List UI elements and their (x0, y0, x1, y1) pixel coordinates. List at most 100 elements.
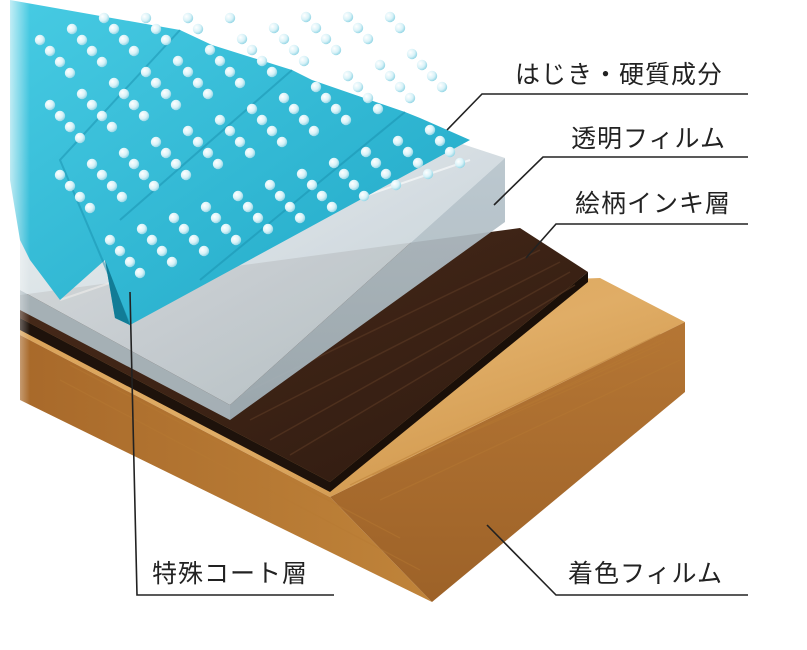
bead (64, 121, 76, 133)
bead (326, 201, 338, 213)
bead (178, 223, 190, 235)
leader-clear-film (493, 156, 748, 206)
bead (244, 147, 256, 159)
bead (220, 223, 232, 235)
bead (86, 45, 98, 57)
bead (224, 12, 236, 24)
bead (316, 190, 328, 202)
bead (246, 44, 258, 56)
bead (374, 59, 386, 71)
bead (192, 136, 204, 148)
bead (168, 212, 180, 224)
bead (298, 55, 310, 67)
bead (182, 125, 194, 137)
bead (256, 114, 268, 126)
bead (202, 147, 214, 159)
bead (188, 234, 200, 246)
color-film-side (330, 322, 685, 602)
bead (422, 168, 434, 180)
bead (134, 267, 146, 279)
bead (404, 92, 416, 104)
bead (84, 202, 96, 214)
bead (136, 223, 148, 235)
bead (276, 136, 288, 148)
bead (266, 66, 278, 78)
bead (384, 70, 396, 82)
bead (394, 22, 406, 34)
bead (150, 77, 162, 89)
water-hard-layer (10, 0, 470, 326)
bead (362, 92, 374, 104)
bead (266, 125, 278, 137)
bead (424, 124, 436, 136)
bead (128, 158, 140, 170)
bead (342, 11, 354, 23)
bead (202, 88, 214, 100)
bead (108, 23, 120, 35)
bead (160, 88, 172, 100)
bead (426, 70, 438, 82)
bead (214, 55, 226, 67)
bead (362, 33, 374, 45)
bead (278, 33, 290, 45)
bead (76, 34, 88, 46)
bead (310, 81, 322, 93)
bead (146, 234, 158, 246)
leader-color-film (486, 524, 748, 596)
bead (300, 11, 312, 23)
bead (288, 103, 300, 115)
bead (118, 34, 130, 46)
bead (170, 158, 182, 170)
bead (166, 256, 178, 268)
label-clear-film: 透明フィルム (571, 124, 727, 153)
bead (252, 212, 264, 224)
bead (138, 169, 150, 181)
leader-water-hard (446, 93, 748, 131)
bead (434, 135, 446, 147)
bead (204, 44, 216, 56)
bead (242, 201, 254, 213)
bead (406, 48, 418, 60)
bead (348, 179, 360, 191)
label-ink-layer: 絵柄インキ層 (575, 189, 732, 218)
bead (76, 88, 88, 100)
bead (200, 201, 212, 213)
leader-special-coat (129, 291, 334, 596)
ink-layer-front (20, 318, 330, 492)
bead (262, 223, 274, 235)
bead (384, 11, 396, 23)
bead (230, 234, 242, 246)
bead (74, 132, 86, 144)
label-water-hard: はじき・硬質成分 (515, 60, 724, 89)
bead (394, 81, 406, 93)
bead (416, 59, 428, 71)
bead (372, 103, 384, 115)
bead (232, 190, 244, 202)
label-color-film: 着色フィルム (568, 559, 724, 588)
bead (150, 23, 162, 35)
bead (108, 77, 120, 89)
bead (182, 66, 194, 78)
bead (156, 245, 168, 257)
bead (358, 190, 370, 202)
label-special-coat: 特殊コート層 (152, 559, 309, 588)
leader-ink-layer (525, 223, 748, 259)
bead (234, 77, 246, 89)
bead (66, 23, 78, 35)
bead (274, 190, 286, 202)
bead (192, 77, 204, 89)
bead (198, 245, 210, 257)
bead (234, 136, 246, 148)
bead (298, 114, 310, 126)
bead (96, 169, 108, 181)
bead (118, 88, 130, 100)
bead (328, 157, 340, 169)
bead (310, 22, 322, 34)
bead (320, 92, 332, 104)
bead (118, 147, 130, 159)
bead (370, 157, 382, 169)
bead (444, 146, 456, 158)
leader-lines (129, 93, 748, 596)
bead (380, 168, 392, 180)
